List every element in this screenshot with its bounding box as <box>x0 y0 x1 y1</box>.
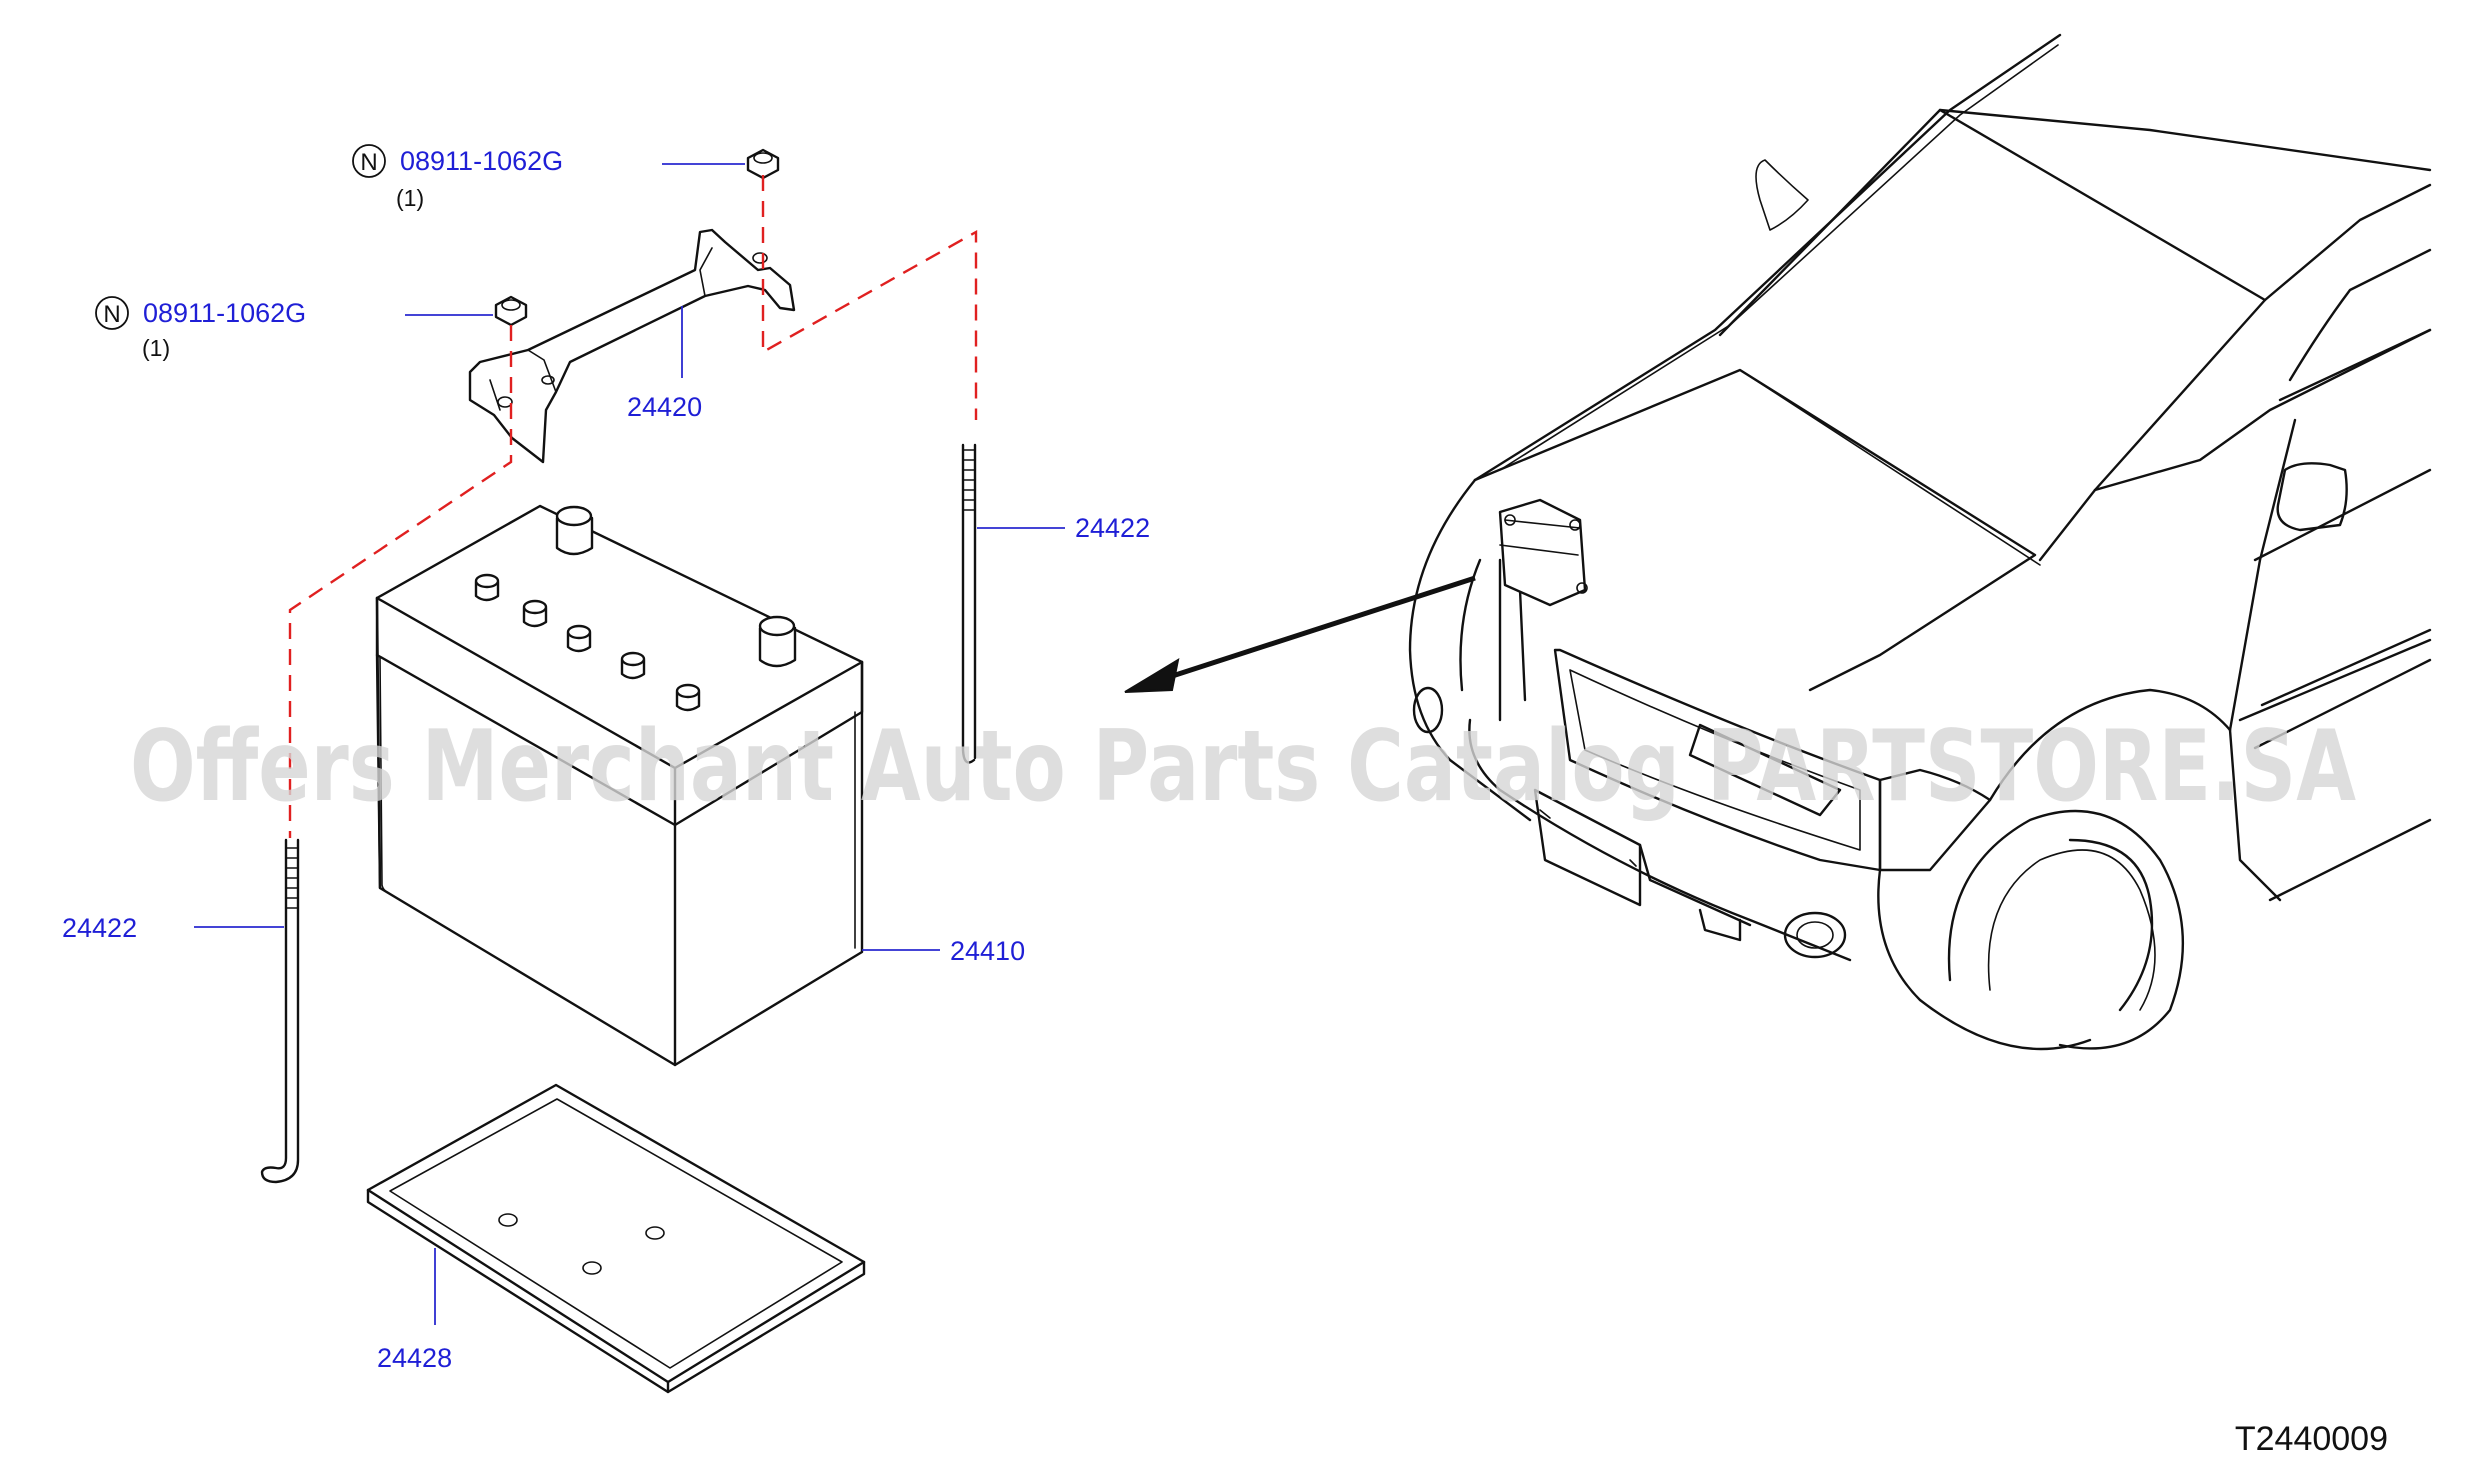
battery-tray[interactable] <box>366 1083 866 1394</box>
leader-lines <box>194 163 1065 1325</box>
rod-right-label[interactable]: 24422 <box>1075 513 1150 543</box>
part-number-label[interactable]: 08911-1062G <box>143 298 306 328</box>
nut-left[interactable] <box>494 295 528 327</box>
location-arrow <box>1124 575 1476 693</box>
frame-label[interactable]: 24420 <box>627 392 702 422</box>
diagram-id: T2440009 <box>2235 1420 2388 1458</box>
rod-left-label[interactable]: 24422 <box>62 913 137 943</box>
part-number-label[interactable]: 08911-1062G <box>400 146 563 176</box>
n-marker-circle <box>95 296 129 330</box>
tray-label[interactable]: 24428 <box>377 1343 452 1373</box>
battery-label[interactable]: 24410 <box>950 936 1025 966</box>
n-marker-circle <box>352 144 386 178</box>
assembly-lines <box>288 175 978 838</box>
vehicle-outline <box>1408 33 2432 1051</box>
n-marker: N <box>360 149 377 176</box>
battery-frame[interactable] <box>468 228 796 464</box>
callout-nut-top[interactable]: N 08911-1062G (1) <box>352 144 563 211</box>
battery-cell-caps <box>474 573 701 712</box>
battery-location-marker <box>1498 498 1588 607</box>
j-bolt-left[interactable] <box>260 838 300 1184</box>
battery-terminal-negative <box>758 615 797 668</box>
j-bolt-right[interactable] <box>961 443 977 764</box>
quantity-label: (1) <box>142 335 170 361</box>
callout-nut-left[interactable]: N 08911-1062G (1) <box>95 296 306 361</box>
quantity-label: (1) <box>396 185 424 211</box>
nut-top[interactable] <box>746 148 780 180</box>
battery[interactable] <box>375 504 864 1067</box>
n-marker: N <box>103 301 120 328</box>
watermark: Offers Merchant Auto Parts Catalog PARTS… <box>130 710 2356 824</box>
battery-terminal-positive <box>555 505 594 556</box>
